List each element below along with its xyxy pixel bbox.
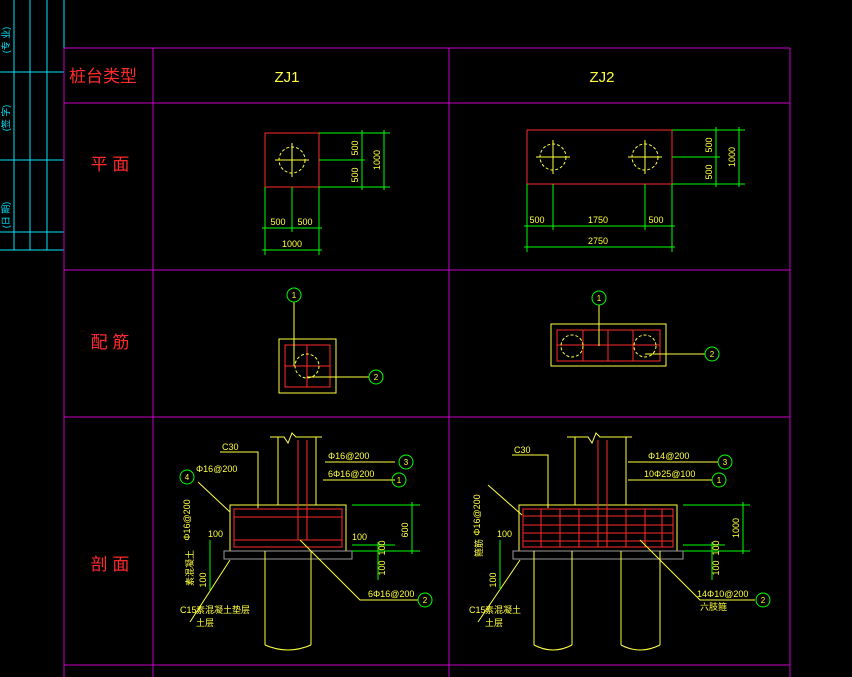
row-label-type: 桩台类型: [69, 67, 137, 86]
zj2-rebar-mark2: 2: [710, 350, 715, 359]
zj1-concrete: C30: [222, 442, 239, 452]
zj2-dim-mid: 1750: [588, 215, 608, 225]
zj2-cover: 100: [497, 529, 512, 539]
zj2-dim-bottom: 500: [704, 164, 714, 179]
zj1-cushion: 素混凝土垫层: [196, 604, 250, 615]
zj1-dim-right: 500: [297, 217, 312, 227]
zj1-dim-bottom: 500: [350, 167, 360, 182]
zj2-dim-top: 500: [704, 137, 714, 152]
zj2-d100a: 100: [711, 560, 721, 575]
col-head-zj2: ZJ2: [589, 69, 614, 86]
zj1-stirrup-side: Φ16@200: [182, 499, 192, 540]
zj1-soil: 土层: [196, 617, 214, 628]
zj2-dim-total-v: 1000: [727, 147, 737, 167]
zj1-rebar: 1 2: [278, 287, 384, 394]
zj1-bottom-main: 6Φ16@200: [368, 589, 414, 599]
tb-cell-3: (日 期): [1, 202, 11, 229]
zj1-cover2: 100: [352, 532, 367, 542]
zj2-c15: C15: [469, 605, 486, 615]
zj1-top-bar: Φ16@200: [328, 451, 369, 461]
zj2-concrete: C30: [514, 445, 531, 455]
zj2-d100c: 100: [488, 572, 498, 587]
zj1-mark1: 1: [397, 476, 402, 485]
zj2-dim-right: 500: [648, 215, 663, 225]
zj1-dim-total-h: 1000: [282, 239, 302, 249]
zj1-mark4: 4: [185, 473, 190, 482]
zj2-top-main: 10Φ25@100: [644, 469, 695, 479]
zj2-soil: 土层: [485, 617, 503, 628]
zj1-side-bar: Φ16@200: [196, 464, 237, 474]
zj2-pad: 箍筋: [473, 539, 484, 557]
zj1-thickness: 600: [400, 522, 410, 537]
zj1-rebar-mark1: 1: [292, 291, 297, 300]
zj1-pad: 素混凝土: [184, 550, 195, 586]
col-head-zj1: ZJ1: [274, 69, 299, 86]
zj2-dim-total-h: 2750: [588, 236, 608, 246]
zj1-c15: C15: [180, 605, 197, 615]
zj1-cover: 100: [208, 529, 223, 539]
zj1-mark2: 2: [423, 596, 428, 605]
zj2-ring: 六肢箍: [700, 601, 727, 612]
zj1-dim-left: 500: [270, 217, 285, 227]
zj2-dim-left: 500: [529, 215, 544, 225]
tb-cell-2: (签 字): [0, 105, 11, 132]
row-label-rebar: 配 筋: [91, 333, 130, 352]
row-label-plan: 平 面: [91, 155, 130, 174]
zj2-d100b: 100: [711, 540, 721, 555]
zj2-thickness: 1000: [731, 518, 741, 538]
zj1-d100a: 100: [377, 560, 387, 575]
zj1-top-main: 6Φ16@200: [328, 469, 374, 479]
zj1-section: 4 3 1 2 C30 Φ16@200 6Φ16@200 Φ16@200 Φ16…: [179, 432, 433, 651]
zj1-d100b: 100: [377, 540, 387, 555]
zj1-dim-top: 500: [350, 140, 360, 155]
zj1-rebar-mark2: 2: [374, 373, 379, 382]
zj2-rebar: 1 2: [550, 290, 720, 367]
zj1-plan: 500 500 1000 500 500 1000: [262, 130, 390, 255]
zj2-bottom-main: 14Φ10@200: [697, 589, 748, 599]
zj2-plan: 500 500 1000 500 1750 500 2750: [524, 127, 745, 252]
main-grid: [63, 47, 791, 677]
zj2-mark1: 1: [717, 476, 722, 485]
zj2-rebar-mark1: 1: [597, 294, 602, 303]
zj1-d100c: 100: [198, 572, 208, 587]
zj2-mark3: 3: [723, 458, 728, 467]
tb-cell-1: (专 业): [0, 27, 11, 54]
zj1-mark3: 3: [404, 458, 409, 467]
zj2-mark2: 2: [761, 596, 766, 605]
row-label-section: 剖 面: [91, 555, 130, 574]
zj2-side-bar: Φ16@200: [472, 494, 482, 535]
zj2-cushion: 素混凝土: [485, 604, 521, 615]
zj2-top-bar: Φ14@200: [648, 451, 689, 461]
zj1-dim-total-v: 1000: [372, 150, 382, 170]
zj2-section: 3 1 2 C30 Φ14@200 10Φ25@100 Φ16@200 100 …: [469, 432, 771, 651]
